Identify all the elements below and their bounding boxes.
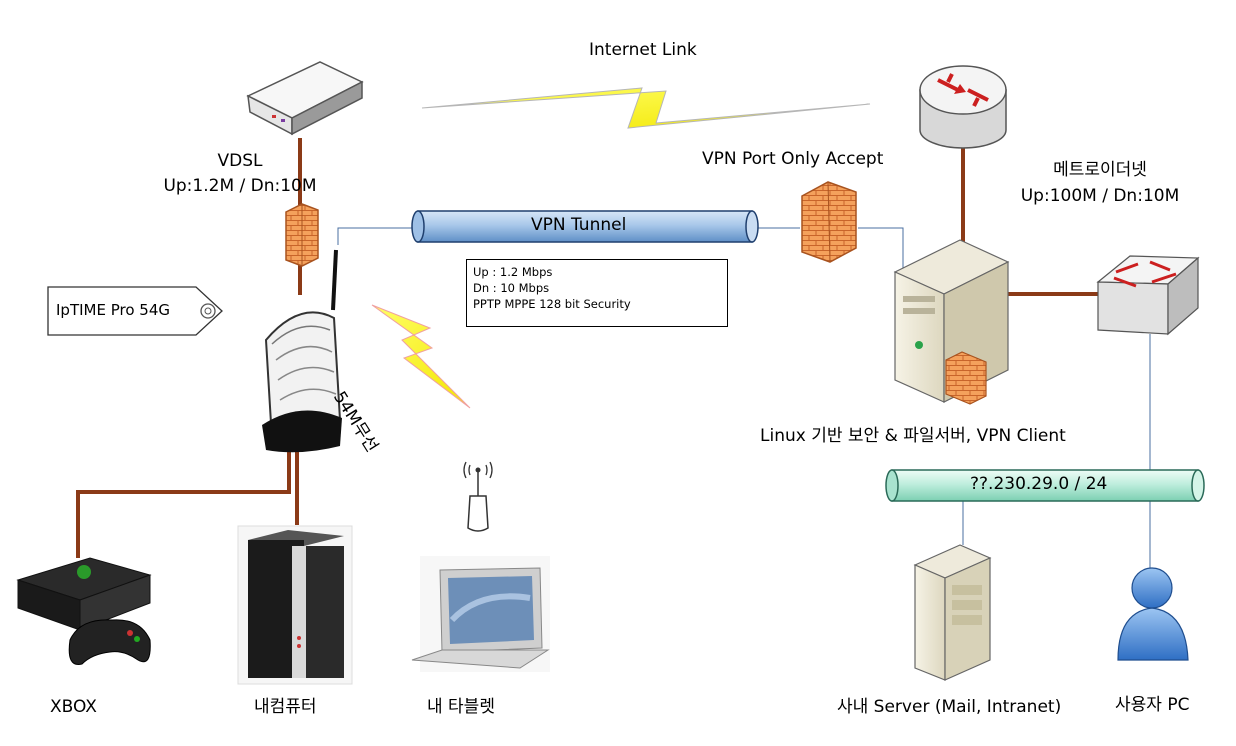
router-tunnel-line [337, 227, 418, 245]
tunnel-security-spec: PPTP MPPE 128 bit Security [473, 297, 631, 311]
vdsl-speed-label: Up:1.2M / Dn:10M [163, 176, 317, 196]
linux-server-icon [893, 239, 1010, 405]
wireless-router-icon [262, 249, 342, 453]
tunnel-spec-box: Up : 1.2 Mbps Dn : 10 Mbps PPTP MPPE 128… [466, 259, 728, 327]
linux-server-label: Linux 기반 보안 & 파일서버, VPN Client [760, 426, 1066, 446]
network-switch-icon [1096, 255, 1200, 336]
wireless-antenna-icon [463, 461, 493, 532]
my-tablet-label: 내 타블렛 [427, 697, 495, 717]
xbox-label: XBOX [50, 697, 97, 717]
office-server-icon [913, 544, 992, 681]
tablet-icon [411, 556, 550, 672]
internet-link-label: Internet Link [589, 40, 697, 60]
desktop-pc-icon [237, 525, 353, 685]
metro-speed-label: Up:100M / Dn:10M [1020, 186, 1180, 206]
vpn-tunnel-pipe [411, 210, 759, 243]
router-tag [47, 286, 223, 336]
router-tag-label: IpTIME Pro 54G [56, 301, 170, 319]
internet-link-bolt-icon [421, 87, 871, 129]
subnet-label: ??.230.29.0 / 24 [970, 474, 1108, 494]
vpn-tunnel-label: VPN Tunnel [531, 215, 627, 235]
my-pc-label: 내컴퓨터 [254, 697, 317, 717]
firewall-icon [285, 203, 319, 267]
user-pc-label: 사용자 PC [1115, 695, 1190, 715]
metro-router-icon [919, 65, 1007, 149]
subnet-pipe [885, 469, 1205, 502]
metro-ethernet-label: 메트로이더넷 [1053, 160, 1147, 180]
user-person-icon [1117, 567, 1189, 661]
wireless-bolt-icon [371, 304, 471, 409]
vpn-port-label: VPN Port Only Accept [702, 149, 884, 169]
vpn-firewall-icon [801, 181, 857, 263]
tunnel-upload-spec: Up : 1.2 Mbps [473, 265, 553, 279]
office-server-label: 사내 Server (Mail, Intranet) [837, 697, 1062, 717]
xbox-console-icon [16, 557, 152, 665]
tunnel-download-spec: Dn : 10 Mbps [473, 281, 550, 295]
vdsl-modem-icon [246, 61, 364, 136]
connections [76, 138, 1151, 575]
xbox-cable [76, 452, 291, 558]
vdsl-label: VDSL [217, 151, 263, 171]
